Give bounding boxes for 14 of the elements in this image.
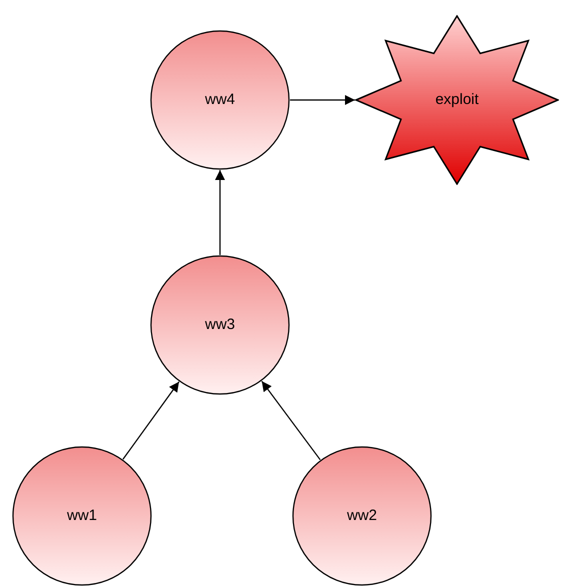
node-label: ww1 xyxy=(66,506,97,526)
arrow xyxy=(290,95,355,105)
node-label: exploit xyxy=(435,90,479,110)
node-label: ww3 xyxy=(204,314,235,335)
circle-node xyxy=(150,30,290,170)
circle-node xyxy=(150,255,290,395)
arrow xyxy=(261,380,321,460)
star-shape xyxy=(355,15,559,185)
circle-node xyxy=(292,446,432,586)
node-label: ww2 xyxy=(346,506,377,526)
circle-node xyxy=(12,446,152,586)
arrow xyxy=(215,170,225,255)
node-label: ww4 xyxy=(204,90,235,110)
arrow xyxy=(122,381,180,460)
